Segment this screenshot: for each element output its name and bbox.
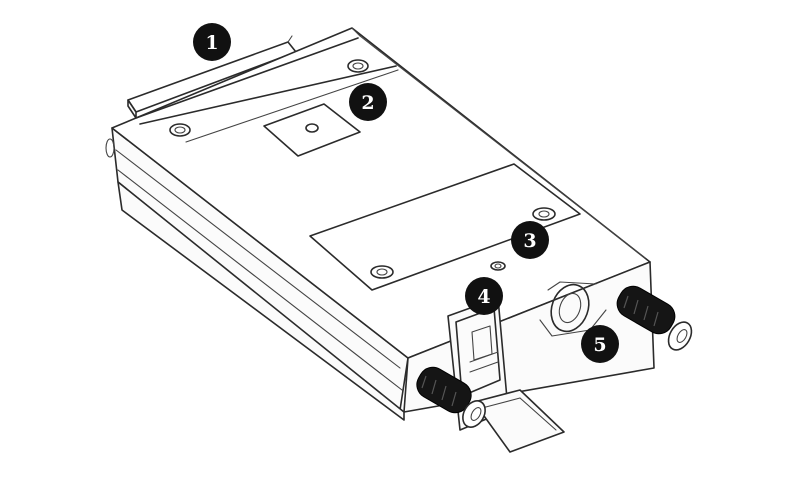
label-panel <box>309 163 581 291</box>
thumb-screw-left <box>416 366 486 428</box>
callout-5: 5 <box>581 325 619 363</box>
callout-2: 2 <box>349 83 387 121</box>
callout-1-label: 1 <box>205 32 218 54</box>
callout-3: 3 <box>511 221 549 259</box>
mounting-holes <box>169 59 556 279</box>
thumb-screw-right <box>616 285 693 351</box>
round-connector <box>539 281 607 337</box>
callout-1: 1 <box>193 23 231 61</box>
callout-2-label: 2 <box>361 92 374 114</box>
callout-3-label: 3 <box>523 230 536 252</box>
callout-4-label: 4 <box>477 286 490 308</box>
callout-5-label: 5 <box>593 334 606 356</box>
center-screw <box>490 261 506 271</box>
top-plate <box>263 103 361 157</box>
callout-4: 4 <box>465 277 503 315</box>
